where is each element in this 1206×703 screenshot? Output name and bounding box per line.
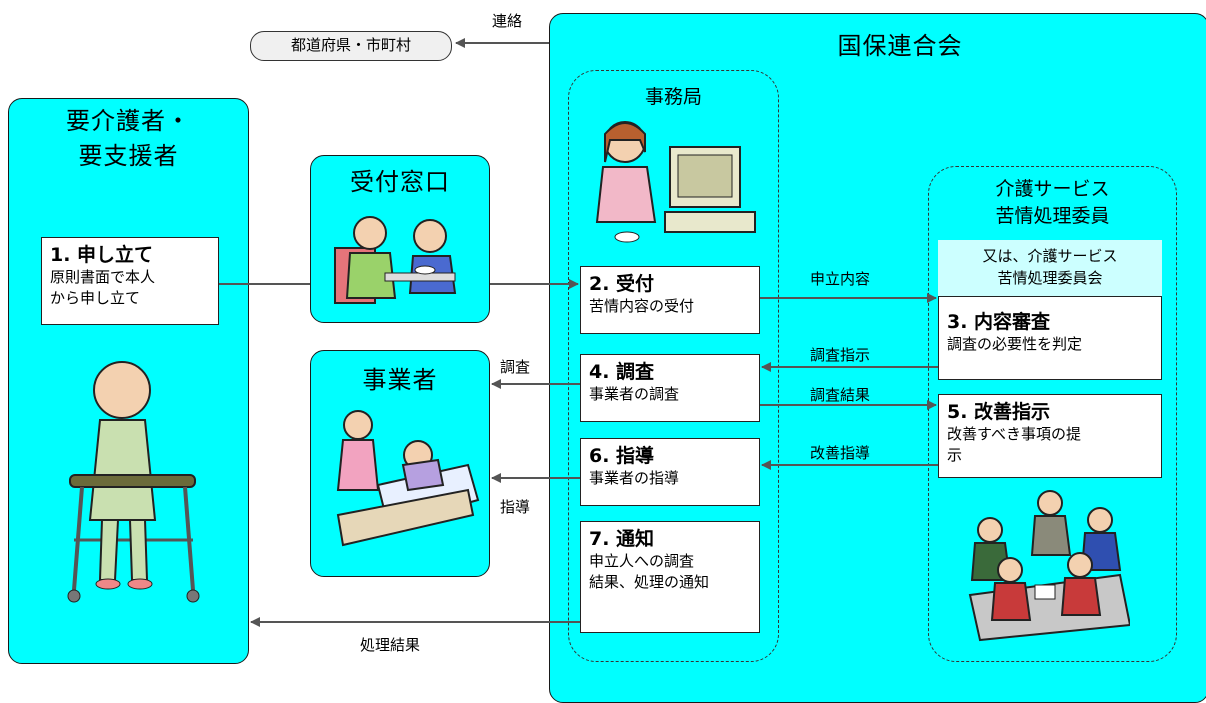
elderly-walker-illustration: [67, 361, 200, 603]
prefecture-box: 都道府県・市町村: [250, 31, 452, 61]
jimukyoku-title: 事務局: [644, 86, 702, 108]
step6-box: 6. 指導 事業者の指導: [580, 438, 760, 506]
step2-desc: 苦情内容の受付: [589, 297, 695, 315]
step1-desc1: 原則書面で本人: [50, 268, 156, 286]
step4-box: 4. 調査 事業者の調査: [580, 354, 760, 422]
label-chousa-shiji: 調査指示: [810, 346, 871, 364]
step2-title: 2. 受付: [589, 273, 655, 295]
care-bed-illustration: [336, 410, 480, 547]
committee-alt-line2: 苦情処理委員会: [997, 269, 1103, 287]
step1-desc2: から申し立て: [50, 289, 141, 307]
committee-meeting-illustration: [968, 490, 1130, 642]
step5-title: 5. 改善指示: [947, 401, 1051, 423]
committee-alt-label: 又は、介護サービス 苦情処理委員会: [938, 240, 1162, 296]
step7-title: 7. 通知: [589, 528, 655, 550]
step2-box: 2. 受付 苦情内容の受付: [580, 266, 760, 334]
committee-title-line2: 苦情処理委員: [995, 205, 1110, 227]
committee-title: 介護サービス 苦情処理委員: [928, 176, 1177, 230]
label-moushitate-naiyou: 申立内容: [810, 270, 871, 288]
office-worker-computer-illustration: [595, 121, 756, 243]
applicant-title-line2: 要支援者: [78, 142, 179, 170]
label-shidou: 指導: [500, 498, 531, 516]
reception-title: 受付窓口: [350, 168, 450, 196]
step3-title: 3. 内容審査: [947, 311, 1051, 333]
renraku-label: 連絡: [492, 12, 523, 30]
step6-desc: 事業者の指導: [589, 469, 680, 487]
step1-title: 1. 申し立て: [50, 244, 154, 266]
label-chousa-kekka: 調査結果: [810, 386, 871, 404]
step7-desc1: 申立人への調査: [589, 552, 695, 570]
committee-alt-line1: 又は、介護サービス: [982, 247, 1118, 265]
step5-desc2: 示: [947, 446, 963, 464]
step6-title: 6. 指導: [589, 445, 655, 467]
step5-desc1: 改善すべき事項の提: [947, 425, 1081, 443]
kokuho-title: 国保連合会: [837, 32, 963, 60]
step1-box: 1. 申し立て 原則書面で本人 から申し立て: [41, 237, 219, 325]
provider-title: 事業者: [362, 366, 438, 394]
label-kaizen-shidou: 改善指導: [810, 444, 871, 462]
committee-group: [928, 166, 1177, 662]
step5-box: 5. 改善指示 改善すべき事項の提 示: [938, 394, 1162, 478]
reception-counter-illustration: [334, 216, 457, 304]
step3-desc: 調査の必要性を判定: [947, 335, 1083, 353]
committee-title-line1: 介護サービス: [995, 178, 1110, 200]
applicant-title-line1: 要介護者・: [66, 107, 191, 135]
step3-box: 3. 内容審査 調査の必要性を判定: [938, 296, 1162, 380]
step7-desc2: 結果、処理の通知: [589, 573, 710, 591]
label-chousa: 調査: [500, 358, 531, 376]
label-shori-kekka: 処理結果: [360, 636, 421, 654]
applicant-title: 要介護者・ 要支援者: [8, 104, 249, 174]
step4-desc: 事業者の調査: [589, 385, 680, 403]
step7-box: 7. 通知 申立人への調査 結果、処理の通知: [580, 521, 760, 633]
prefecture-label: 都道府県・市町村: [290, 36, 411, 54]
step4-title: 4. 調査: [589, 361, 655, 383]
